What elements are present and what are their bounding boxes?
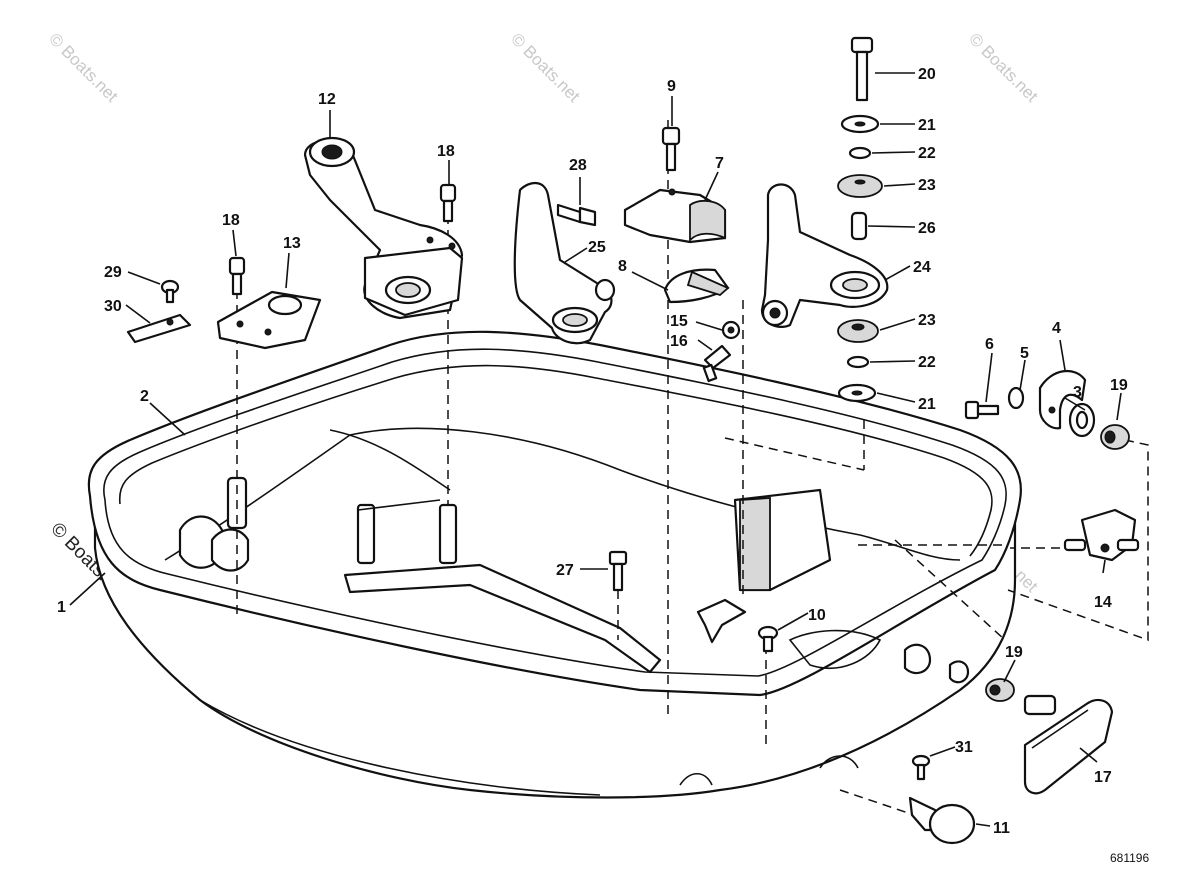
figure-number: 681196 xyxy=(1110,851,1149,865)
callout-18: 18 xyxy=(437,143,455,160)
watermark: © Boats.net xyxy=(45,29,122,106)
part-washer-22 xyxy=(848,146,872,160)
callout-6: 6 xyxy=(985,336,994,353)
part-grommet-23 xyxy=(837,319,879,343)
callout-19: 19 xyxy=(1110,377,1128,394)
callout-18: 18 xyxy=(222,212,240,229)
part-screw-31 xyxy=(911,754,931,781)
part-handle-17 xyxy=(1023,694,1114,795)
callout-labels: 1 2 3 4 5 6 7 8 9 10 11 12 13 14 15 16 1… xyxy=(57,66,1128,837)
part-plate-30 xyxy=(126,313,192,344)
part-screw-16 xyxy=(702,344,732,383)
callout-16: 16 xyxy=(670,333,688,350)
part-screw-9 xyxy=(661,126,681,172)
callout-5: 5 xyxy=(1020,345,1029,362)
watermark: © Boats.net xyxy=(965,29,1042,106)
lower-cowl xyxy=(87,330,1022,799)
part-screw-18 xyxy=(228,183,457,296)
part-bracket-24 xyxy=(760,183,889,328)
callout-27: 27 xyxy=(556,562,574,579)
part-washer-3 xyxy=(1068,402,1096,438)
callout-20: 20 xyxy=(918,66,936,83)
part-screw-27 xyxy=(608,550,628,592)
part-clamp-8 xyxy=(663,268,730,304)
callout-23: 23 xyxy=(918,177,936,194)
callout-22: 22 xyxy=(918,354,936,371)
callout-9: 9 xyxy=(667,78,676,95)
part-nut-15 xyxy=(721,320,741,340)
part-screw-29 xyxy=(160,279,180,304)
callout-26: 26 xyxy=(918,220,936,237)
callout-14: 14 xyxy=(1094,594,1112,611)
watermark: © Boats.net xyxy=(507,29,584,106)
part-clamp-7 xyxy=(623,188,727,244)
callout-31: 31 xyxy=(955,739,973,756)
part-connector-14 xyxy=(1063,508,1140,562)
callout-21: 21 xyxy=(918,117,936,134)
callout-30: 30 xyxy=(104,298,122,315)
part-screw-10 xyxy=(757,625,779,653)
part-washer-5 xyxy=(1007,386,1025,410)
callout-17: 17 xyxy=(1094,769,1112,786)
part-pad-13 xyxy=(216,290,322,350)
callout-3: 3 xyxy=(1073,384,1082,401)
callout-25: 25 xyxy=(588,239,606,256)
part-washer-21 xyxy=(837,383,877,403)
part-latch-4 xyxy=(1038,370,1087,430)
part-bracket-25 xyxy=(513,182,616,345)
part-bracket-12 xyxy=(303,136,464,320)
callout-19: 19 xyxy=(1005,644,1023,661)
callout-23: 23 xyxy=(918,312,936,329)
callout-7: 7 xyxy=(715,155,724,172)
part-washer-22 xyxy=(846,355,870,369)
part-sleeve-26 xyxy=(850,211,868,241)
part-screw-28 xyxy=(556,203,597,227)
callout-8: 8 xyxy=(618,258,627,275)
callout-12: 12 xyxy=(318,91,336,108)
callout-10: 10 xyxy=(808,607,826,624)
callout-1: 1 xyxy=(57,599,66,616)
callout-2: 2 xyxy=(140,388,149,405)
callout-24: 24 xyxy=(913,259,931,276)
part-bushing-19 xyxy=(985,678,1015,702)
callout-4: 4 xyxy=(1052,320,1061,337)
callout-22: 22 xyxy=(918,145,936,162)
callout-28: 28 xyxy=(569,157,587,174)
callout-13: 13 xyxy=(283,235,301,252)
leader-lines xyxy=(69,72,1122,827)
callout-21: 21 xyxy=(918,396,936,413)
part-washer-21 xyxy=(840,114,880,134)
part-bushing-19 xyxy=(1100,424,1130,450)
callout-11: 11 xyxy=(993,820,1010,837)
callout-29: 29 xyxy=(104,264,122,281)
part-screw-6 xyxy=(964,400,1000,420)
part-grommet-23 xyxy=(837,174,883,198)
part-plug-11 xyxy=(908,796,976,845)
part-screw-20 xyxy=(850,36,874,102)
part-clip xyxy=(696,598,747,644)
callout-15: 15 xyxy=(670,313,688,330)
